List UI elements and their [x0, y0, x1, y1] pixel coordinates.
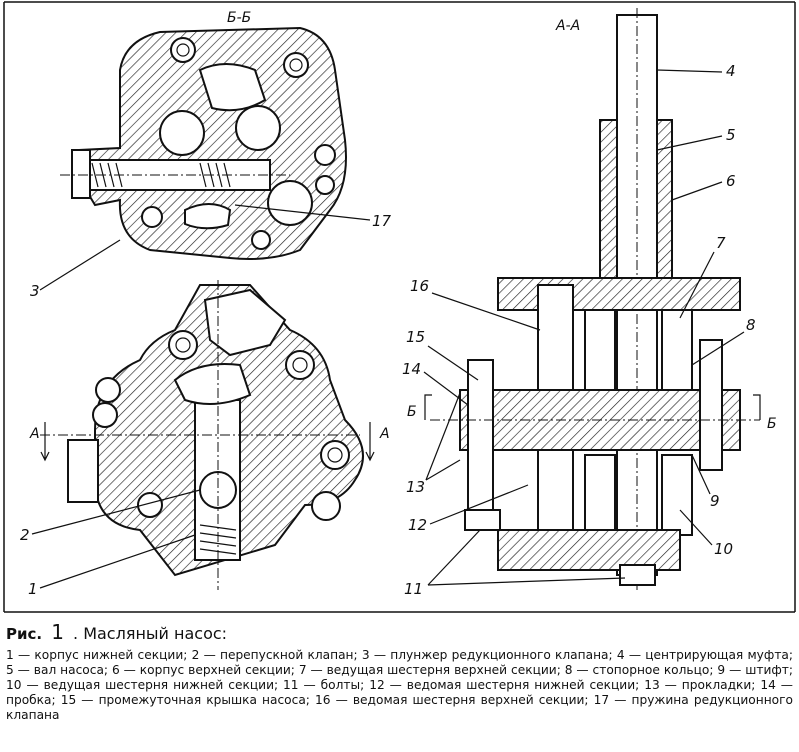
oil-pump-drawing: Б-Б 17 3 А А 2 1 — [3, 1, 796, 613]
leader-10 — [679, 509, 713, 546]
leader-13b — [425, 392, 461, 481]
cut-mark-a-right: А — [379, 426, 390, 442]
leader-12 — [429, 484, 529, 525]
leader-8 — [691, 331, 745, 366]
leader-3 — [39, 239, 121, 291]
caption-title: . Масляный насос: — [73, 624, 228, 643]
leader-7 — [679, 251, 715, 319]
callout-6: 6 — [726, 172, 736, 190]
callout-9: 9 — [710, 492, 720, 510]
callout-17: 17 — [372, 212, 392, 230]
section-bb-view — [60, 26, 347, 260]
cut-arrow-a-left — [40, 422, 50, 462]
cut-mark-a-left: А — [29, 426, 40, 442]
leader-4 — [656, 69, 723, 73]
leader-11a — [427, 529, 481, 586]
callout-2: 2 — [20, 526, 30, 544]
callout-5: 5 — [726, 126, 736, 144]
callout-11: 11 — [404, 580, 423, 598]
cut-arrow-a-right — [365, 422, 375, 462]
leader-2 — [31, 489, 201, 535]
section-aa-label: А-А — [555, 18, 580, 34]
callout-12: 12 — [408, 516, 427, 534]
callout-4: 4 — [726, 62, 736, 80]
callout-8: 8 — [746, 316, 756, 334]
cut-arrow-b-right — [753, 394, 761, 420]
caption-legend: 1 — корпус нижней секции; 2 — перепускно… — [6, 648, 793, 722]
leader-5 — [656, 135, 723, 151]
housing-lower-view — [40, 280, 364, 590]
leader-16 — [431, 292, 541, 331]
caption-fig-number: 1 — [51, 620, 64, 644]
callout-3: 3 — [30, 282, 40, 300]
callout-16: 16 — [410, 277, 429, 295]
section-bb-label: Б-Б — [227, 10, 251, 26]
leader-1 — [39, 534, 196, 589]
callout-13: 13 — [406, 478, 425, 496]
callout-14: 14 — [402, 360, 421, 378]
leader-9 — [691, 454, 711, 495]
section-aa-view — [430, 8, 760, 590]
callout-15: 15 — [406, 328, 425, 346]
leader-17 — [234, 204, 371, 221]
leader-15 — [427, 345, 479, 381]
leader-14 — [423, 371, 469, 406]
callout-7: 7 — [716, 234, 726, 252]
leader-13a — [425, 459, 461, 481]
callout-10: 10 — [714, 540, 733, 558]
cut-mark-b-right: Б — [767, 416, 777, 432]
callout-1: 1 — [28, 580, 38, 598]
caption-title-line: Рис. 1 . Масляный насос: — [6, 620, 793, 644]
figure-caption: Рис. 1 . Масляный насос: 1 — корпус нижн… — [6, 620, 793, 723]
caption-fig-word: Рис. — [6, 625, 43, 643]
cut-arrow-b-left — [424, 394, 432, 420]
leader-6 — [671, 181, 723, 201]
leader-11b — [427, 577, 626, 586]
cut-mark-b-left: Б — [407, 404, 417, 420]
